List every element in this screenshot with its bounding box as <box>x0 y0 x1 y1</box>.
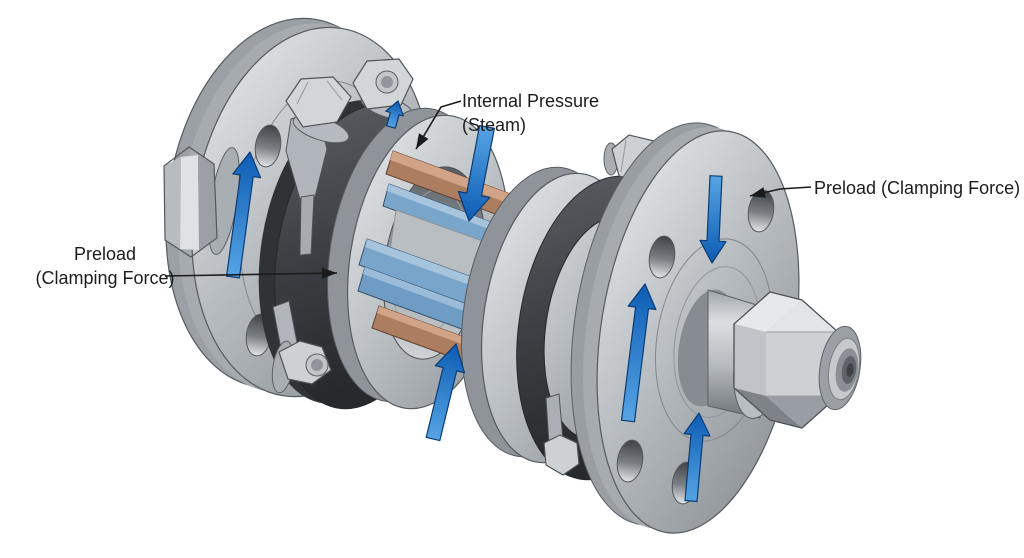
flange-bolt-nut-top-left <box>285 76 352 144</box>
internal-pressure-leader-arrowhead <box>416 133 429 149</box>
preload-right-label: Preload (Clamping Force) <box>814 178 1021 198</box>
internal-pressure-leader <box>415 100 462 150</box>
bolt-hole <box>648 235 676 279</box>
preload-right-leader-arrowhead <box>750 187 766 198</box>
shaft-hex-nut <box>733 291 839 429</box>
preload-arrow-right-top-down <box>699 175 727 264</box>
force-arrows-layer <box>226 100 727 503</box>
preload-left-label: Preload (Clamping Force) <box>5 242 205 290</box>
internal-pressure-label: Internal Pressure (Steam) <box>462 89 599 137</box>
preload-arrow-right-bottom-up <box>683 412 711 503</box>
preload-arrow-top-small <box>385 100 404 129</box>
right-flange-assembly <box>461 122 862 534</box>
preload-right-leader <box>749 186 812 198</box>
lock-bracket-prong <box>299 194 315 256</box>
preload-left-label-line1: Preload <box>73 244 137 264</box>
preload-arrow-right-flange-face <box>620 283 657 423</box>
steam-pressure-arrow-down <box>457 124 495 222</box>
steam-pressure-arrow-up <box>425 343 466 442</box>
left-flange-assembly <box>163 17 510 410</box>
bolt-hole <box>254 124 282 168</box>
internal-pressure-label-line1: Internal Pressure <box>462 91 600 111</box>
flange-bolt-nut-bottom-left <box>271 300 332 394</box>
bolt-hole <box>747 189 775 233</box>
preload-arrow-left-flange-face <box>226 151 262 279</box>
preload-left-label-line2: (Clamping Force) <box>35 268 175 288</box>
center-bolt-head <box>163 146 218 258</box>
flange-bolt-nut-bottom <box>543 393 580 476</box>
preload-left-leader-arrowhead <box>321 267 337 279</box>
preload-left-leader <box>164 267 338 279</box>
bolt-hole <box>616 439 644 483</box>
shaft-tip-collar <box>818 325 862 411</box>
internal-pressure-label-line2: (Steam) <box>462 115 527 135</box>
leader-lines-layer <box>164 100 812 279</box>
